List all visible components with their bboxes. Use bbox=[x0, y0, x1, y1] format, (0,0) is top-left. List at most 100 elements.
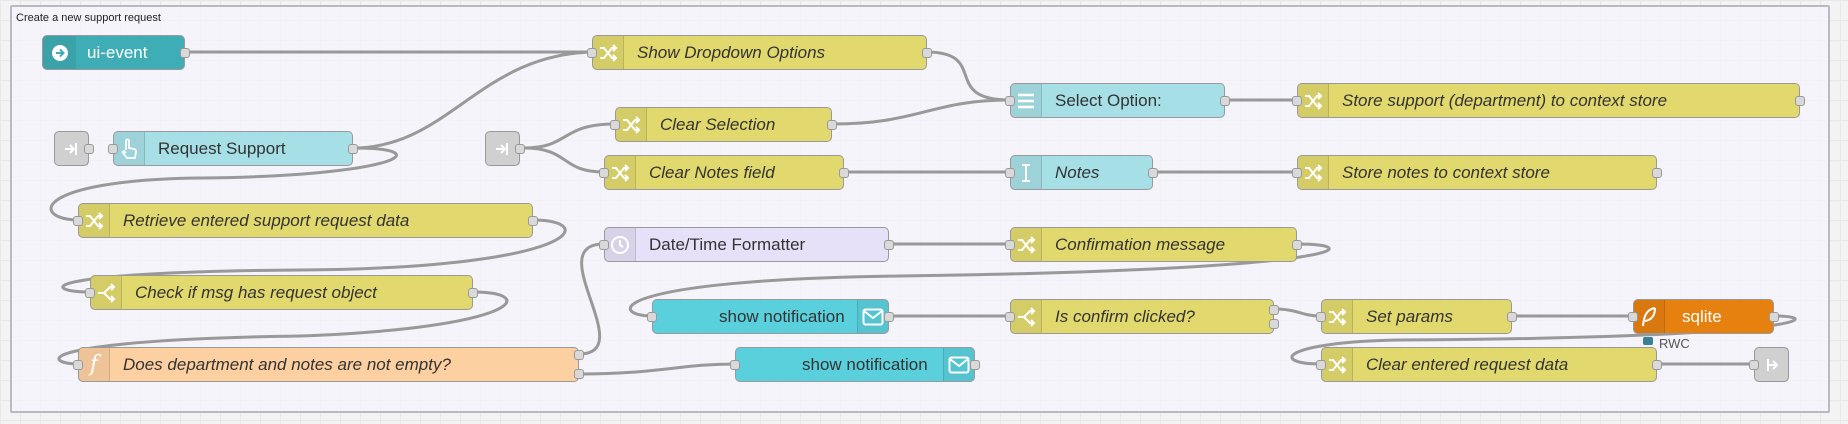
node-label: show notification bbox=[719, 307, 845, 326]
input-port[interactable] bbox=[1005, 168, 1015, 178]
output-port[interactable] bbox=[970, 360, 980, 370]
output-port[interactable] bbox=[528, 216, 538, 226]
clear-selection-node[interactable]: Clear Selection bbox=[610, 107, 837, 142]
node-label: Date/Time Formatter bbox=[649, 235, 806, 254]
input-port[interactable] bbox=[730, 360, 740, 370]
sqlite-node[interactable]: sqlite bbox=[1628, 299, 1779, 334]
list-icon bbox=[1011, 84, 1042, 117]
link-in-node[interactable] bbox=[485, 131, 525, 166]
output-port-1[interactable] bbox=[1269, 305, 1279, 315]
status-indicator bbox=[1643, 337, 1653, 345]
show-dropdown-options-node[interactable]: Show Dropdown Options bbox=[587, 35, 932, 70]
wire bbox=[49, 146, 398, 222]
shuffle-icon bbox=[1298, 156, 1329, 189]
shuffle-icon bbox=[1011, 228, 1042, 261]
date-time-formatter-node[interactable]: Date/Time Formatter bbox=[599, 227, 894, 262]
node-label: Set params bbox=[1366, 307, 1453, 326]
output-port[interactable] bbox=[1148, 168, 1158, 178]
output-port[interactable] bbox=[84, 144, 94, 154]
input-port[interactable] bbox=[1628, 312, 1638, 322]
input-port[interactable] bbox=[108, 144, 118, 154]
input-port[interactable] bbox=[610, 120, 620, 130]
output-port[interactable] bbox=[515, 144, 525, 154]
input-port[interactable] bbox=[647, 312, 657, 322]
request-support-node[interactable]: Request Support bbox=[108, 131, 358, 166]
output-port[interactable] bbox=[468, 288, 478, 298]
input-port[interactable] bbox=[1005, 240, 1015, 250]
wire bbox=[578, 242, 605, 356]
wire bbox=[1290, 314, 1797, 366]
output-port[interactable] bbox=[1652, 168, 1662, 178]
input-port[interactable] bbox=[1292, 168, 1302, 178]
node-label: Store notes to context store bbox=[1342, 163, 1550, 182]
input-port[interactable] bbox=[1292, 96, 1302, 106]
wire bbox=[628, 242, 1331, 318]
wire bbox=[352, 50, 598, 150]
node-label: Is confirm clicked? bbox=[1055, 307, 1195, 326]
node-label: Clear Notes field bbox=[649, 163, 775, 182]
input-port[interactable] bbox=[85, 288, 95, 298]
input-port[interactable] bbox=[599, 168, 609, 178]
output-port[interactable] bbox=[180, 48, 190, 58]
group-title: Create a new support request bbox=[16, 12, 161, 24]
input-port[interactable] bbox=[1316, 312, 1326, 322]
node-label: Notes bbox=[1055, 163, 1100, 182]
output-port[interactable] bbox=[884, 312, 894, 322]
output-port[interactable] bbox=[1507, 312, 1517, 322]
status-text: RWC bbox=[1659, 336, 1690, 351]
output-port[interactable] bbox=[1220, 96, 1230, 106]
input-port[interactable] bbox=[587, 48, 597, 58]
output-port[interactable] bbox=[1795, 96, 1805, 106]
output-port[interactable] bbox=[348, 144, 358, 154]
select-option-node[interactable]: Select Option: bbox=[1005, 83, 1230, 118]
output-port[interactable] bbox=[884, 240, 894, 250]
show-notification-node[interactable]: show notification bbox=[647, 299, 894, 334]
show-notification-node[interactable]: show notification bbox=[730, 347, 980, 382]
retrieve-data-node[interactable]: Retrieve entered support request data bbox=[73, 203, 538, 238]
input-port[interactable] bbox=[73, 216, 83, 226]
node-label: Retrieve entered support request data bbox=[123, 211, 410, 230]
link-out-icon bbox=[1755, 348, 1788, 381]
output-port[interactable] bbox=[839, 168, 849, 178]
store-notes-node[interactable]: Store notes to context store bbox=[1292, 155, 1662, 190]
check-msg-node[interactable]: Check if msg has request object bbox=[85, 275, 478, 310]
set-params-node[interactable]: Set params bbox=[1316, 299, 1517, 334]
shuffle-icon bbox=[593, 36, 624, 69]
input-port[interactable] bbox=[73, 360, 83, 370]
link-out-node[interactable] bbox=[1749, 347, 1789, 382]
wire bbox=[61, 218, 567, 294]
wire bbox=[523, 122, 616, 150]
input-port[interactable] bbox=[1005, 96, 1015, 106]
output-port-1[interactable] bbox=[574, 350, 584, 360]
wire bbox=[1272, 307, 1322, 318]
link-in-node[interactable] bbox=[54, 131, 94, 166]
input-port[interactable] bbox=[1316, 360, 1326, 370]
confirmation-message-node[interactable]: Confirmation message bbox=[1005, 227, 1302, 262]
output-port[interactable] bbox=[922, 48, 932, 58]
link-in-icon bbox=[486, 132, 519, 165]
input-port[interactable] bbox=[1749, 360, 1759, 370]
wire bbox=[831, 98, 1011, 126]
output-port[interactable] bbox=[827, 120, 837, 130]
node-label: Does department and notes are not empty? bbox=[123, 355, 451, 374]
is-confirm-clicked-node[interactable]: Is confirm clicked? bbox=[1005, 299, 1279, 334]
envelope-icon bbox=[857, 300, 888, 333]
store-support-node[interactable]: Store support (department) to context st… bbox=[1292, 83, 1805, 118]
input-port[interactable] bbox=[599, 240, 609, 250]
output-port-2[interactable] bbox=[1269, 319, 1279, 329]
shuffle-icon bbox=[616, 108, 647, 141]
output-port[interactable] bbox=[1292, 240, 1302, 250]
output-port[interactable] bbox=[1769, 312, 1779, 322]
ui-event-node[interactable]: ui-event bbox=[42, 35, 190, 70]
notes-node[interactable]: Notes bbox=[1005, 155, 1158, 190]
shuffle-icon bbox=[1298, 84, 1329, 117]
input-port[interactable] bbox=[1005, 312, 1015, 322]
node-label: Request Support bbox=[158, 139, 286, 158]
output-port[interactable] bbox=[1652, 360, 1662, 370]
node-label: Confirmation message bbox=[1055, 235, 1226, 254]
clear-entered-data-node[interactable]: Clear entered request data bbox=[1316, 347, 1662, 382]
function-node[interactable]: f Does department and notes are not empt… bbox=[73, 347, 584, 382]
clear-notes-field-node[interactable]: Clear Notes field bbox=[599, 155, 849, 190]
output-port-2[interactable] bbox=[574, 369, 584, 379]
function-icon: f bbox=[79, 348, 110, 381]
